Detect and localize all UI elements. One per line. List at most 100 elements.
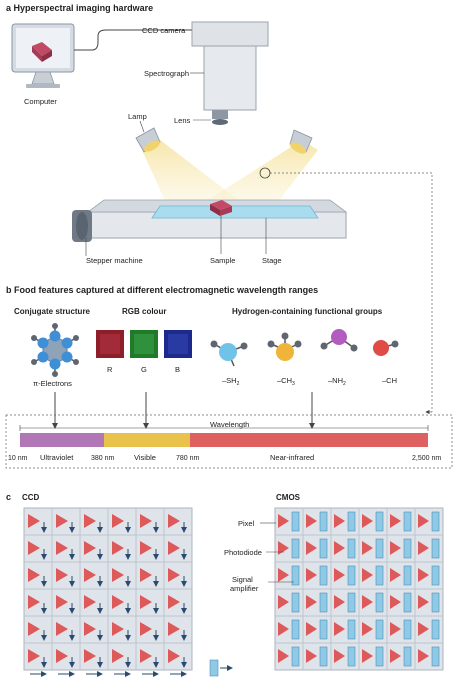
cmos-signal-amplifier (347, 619, 356, 640)
conjugate-structure-heading: Conjugate structure (14, 307, 91, 316)
beam-callout-line (270, 172, 433, 412)
ccd-photodiode (56, 514, 68, 528)
ccd-photodiode (84, 649, 96, 663)
cmos-photodiode (306, 514, 317, 528)
wavelength-box (5, 414, 453, 469)
computer-label: Computer (24, 97, 57, 106)
panel-b-letter: b (6, 285, 12, 295)
cmos-pixel (414, 642, 444, 671)
cmos-photodiode (362, 541, 373, 555)
cmos-photodiode (306, 649, 317, 663)
svg-text:–CH3: –CH3 (277, 376, 295, 387)
cmos-photodiode (306, 541, 317, 555)
cmos-signal-amplifier (403, 511, 412, 532)
computer-icon (11, 23, 75, 88)
cmos-signal-amplifier (347, 592, 356, 613)
rgb-label-b: B (175, 365, 180, 374)
cmos-photodiode (390, 541, 401, 555)
sample-icon (210, 200, 232, 216)
cmos-photodiode (334, 541, 345, 555)
ccd-photodiode (140, 649, 152, 663)
molecule-subscript-3: 2 (343, 381, 346, 387)
cmos-photodiode (418, 568, 429, 582)
cmos-signal-amplifier (375, 511, 384, 532)
cmos-signal-amplifier (319, 592, 328, 613)
cmos-signal-amplifier (431, 538, 440, 559)
band-label-ultraviolet: Ultraviolet (40, 453, 74, 462)
ccd-photodiode (56, 649, 68, 663)
ccd-photodiode (84, 541, 96, 555)
cmos-photodiode (334, 514, 345, 528)
cmos-photodiode (362, 649, 373, 663)
spectrograph-label: Spectrograph (144, 69, 189, 78)
cmos-photodiode (334, 649, 345, 663)
rgb-label-g: G (141, 365, 147, 374)
cmos-signal-amplifier (291, 646, 300, 667)
ccd-photodiode (168, 541, 180, 555)
svg-text:–SH2: –SH2 (222, 376, 240, 387)
cmos-photodiode (362, 568, 373, 582)
cmos-photodiode (278, 595, 289, 609)
cmos-signal-amplifier (403, 538, 412, 559)
tick-380nm: 380 nm (91, 455, 115, 462)
cmos-signal-amplifier (431, 592, 440, 613)
ccd-photodiode (112, 541, 124, 555)
cmos-photodiode (278, 541, 289, 555)
cmos-title: CMOS (276, 493, 301, 502)
cmos-photodiode (390, 622, 401, 636)
ccd-output-amplifier (209, 659, 219, 677)
ccd-photodiode (28, 514, 40, 528)
rgb-tile-g (130, 330, 158, 358)
wavelength-title: Wavelength (210, 420, 249, 429)
ccd-photodiode (56, 541, 68, 555)
hydrogen-groups-heading: Hydrogen-containing functional groups (232, 307, 383, 316)
lens-label: Lens (174, 116, 191, 125)
signal-amplifier-label: Signal amplifier (230, 575, 259, 593)
cmos-photodiode (334, 568, 345, 582)
ch-molecule-icon (373, 340, 399, 356)
cmos-signal-amplifier (431, 619, 440, 640)
svg-text:b Food features captured at di: b Food features captured at different el… (6, 285, 318, 295)
ultraviolet-band (20, 433, 104, 447)
signal-amplifier-line-2: amplifier (230, 584, 259, 593)
molecule-subscript-2: 3 (292, 381, 295, 387)
near-infrared-band (190, 433, 428, 447)
right-light-beam (200, 140, 318, 212)
tick-780nm: 780 nm (176, 455, 200, 462)
stage-label: Stage (262, 256, 282, 265)
tick-2500nm: 2,500 nm (412, 455, 441, 462)
cmos-signal-amplifier (403, 565, 412, 586)
cmos-photodiode (418, 514, 429, 528)
ccd-photodiode (168, 595, 180, 609)
cmos-signal-amplifier (375, 646, 384, 667)
ccd-camera-icon (191, 21, 269, 47)
lamp-label: Lamp (128, 112, 147, 121)
cmos-signal-amplifier (347, 565, 356, 586)
panel-b-title: Food features captured at different elec… (14, 285, 318, 295)
benzene-ring-icon (31, 323, 79, 377)
cmos-photodiode (362, 622, 373, 636)
tick-10nm: 10 nm (8, 455, 28, 462)
ccd-photodiode (140, 595, 152, 609)
nh2-molecule-icon (320, 329, 358, 352)
cmos-photodiode (418, 649, 429, 663)
cmos-signal-amplifier (431, 565, 440, 586)
ccd-photodiode (28, 595, 40, 609)
panel-a-letter: a (6, 3, 12, 13)
lens-icon (212, 110, 228, 125)
cmos-signal-amplifier (403, 646, 412, 667)
svg-text:–NH2: –NH2 (328, 376, 346, 387)
visible-band (104, 433, 190, 447)
rgb-tile-b (164, 330, 192, 358)
cmos-photodiode (278, 622, 289, 636)
stage-icon (151, 205, 319, 219)
ccd-photodiode (28, 541, 40, 555)
ccd-photodiode (112, 622, 124, 636)
cmos-signal-amplifier (431, 646, 440, 667)
ccd-photodiode (112, 514, 124, 528)
band-label-visible: Visible (134, 453, 156, 462)
cmos-signal-amplifier (431, 511, 440, 532)
band-label-near-infrared: Near-infrared (270, 453, 314, 462)
stepper-machine-label: Stepper machine (86, 256, 143, 265)
